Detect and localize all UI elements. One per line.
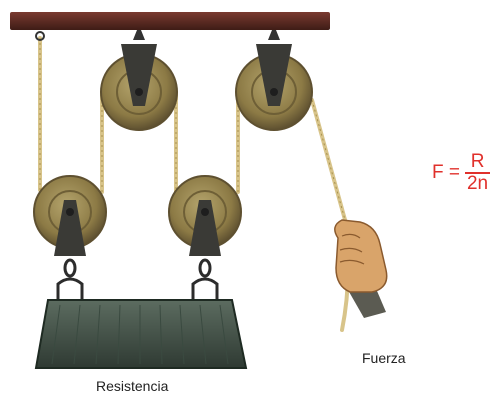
pulley-icon xyxy=(100,30,178,131)
effort-label: Fuerza xyxy=(362,350,406,366)
formula-numerator: R xyxy=(470,151,485,172)
anchor-hook xyxy=(35,31,45,41)
formula-denominator: 2n xyxy=(466,173,489,194)
weight-icon xyxy=(34,299,248,369)
pulley-icon xyxy=(235,30,313,131)
pulley-icon xyxy=(168,175,242,256)
formula-fraction: R 2n xyxy=(464,151,491,194)
pulley-icon xyxy=(33,175,107,256)
mechanical-advantage-formula: F = R 2n xyxy=(432,151,491,194)
ceiling-beam xyxy=(10,12,330,30)
fraction-bar xyxy=(464,172,491,174)
load-label: Resistencia xyxy=(96,378,169,394)
hand-icon xyxy=(334,219,388,318)
formula-lhs: F = xyxy=(432,162,460,183)
chain-links xyxy=(56,258,219,300)
